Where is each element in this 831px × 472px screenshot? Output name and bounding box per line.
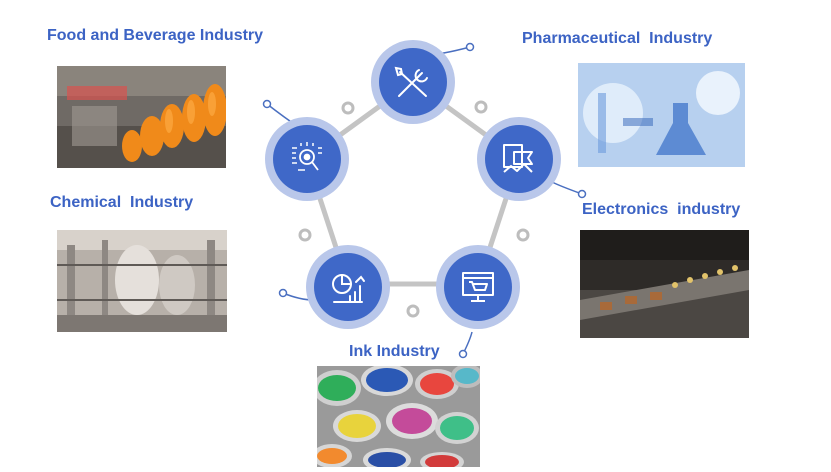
ring-joints [298,100,530,318]
node-tools [371,40,455,124]
label-chemical: Chemical Industry [50,194,194,211]
food-beverage-photo [57,66,226,168]
node-eye-scan [265,117,349,201]
node-growth-chart [306,245,390,329]
label-food-beverage: Food and Beverage Industry [47,27,264,44]
label-ink: Ink Industry [349,343,440,360]
connector-dots [262,42,587,359]
pharmaceutical-photo [578,63,745,167]
growth-chart-icon [332,274,365,303]
eye-scan-icon [292,142,322,171]
label-electronics: Electronics industry [582,201,741,218]
ink-photo [317,366,480,467]
shopping-cart-screen-icon [462,272,494,302]
flag-document-icon [503,144,533,173]
electronics-photo [580,230,749,338]
chemical-photo [57,230,227,332]
label-pharmaceutical: Pharmaceutical Industry [522,30,713,47]
tools-icon [394,66,428,97]
node-flag-document [477,117,561,201]
node-cart-screen [436,245,520,329]
